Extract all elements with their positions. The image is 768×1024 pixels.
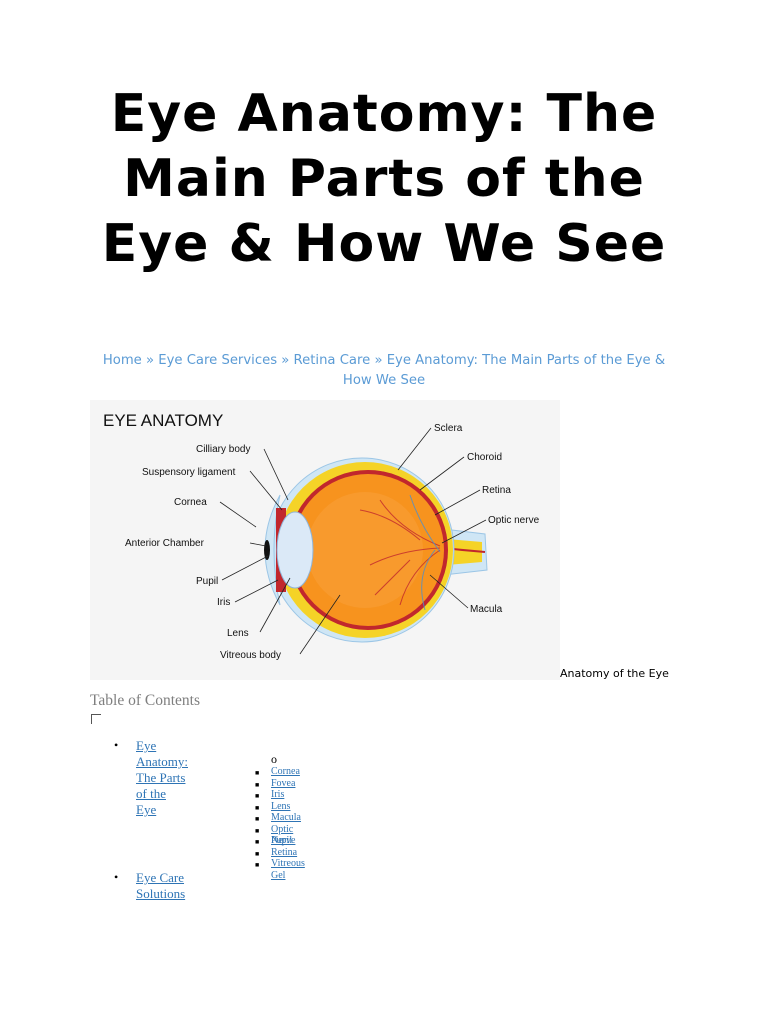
- square-bullet-icon: ■: [255, 792, 260, 800]
- label-choroid: Choroid: [467, 452, 502, 463]
- square-bullet-icon: ■: [255, 826, 260, 835]
- toc-link-optic-nerve[interactable]: Optic Nerve: [271, 823, 296, 847]
- label-vitreous-body: Vitreous body: [220, 650, 281, 661]
- toc-link-lens[interactable]: Lens: [271, 800, 291, 812]
- label-lens: Lens: [227, 628, 249, 639]
- toc-subitem: ■ Vitreous Gel: [255, 858, 305, 881]
- toc-link-iris[interactable]: Iris: [271, 789, 285, 800]
- label-retina: Retina: [482, 485, 511, 496]
- sublist-marker: o: [271, 752, 277, 766]
- eye-illustration: [264, 457, 488, 643]
- breadcrumb-separator: »: [281, 353, 290, 368]
- figure-heading: EYE ANATOMY: [103, 411, 223, 430]
- label-sclera: Sclera: [434, 423, 463, 434]
- toc-title: Table of Contents: [90, 692, 200, 709]
- breadcrumb-current: Eye Anatomy: The Main Parts of the Eye &…: [342, 353, 666, 388]
- toc-subitem: ■ Optic Nerve: [255, 823, 296, 847]
- breadcrumb-separator: »: [146, 353, 155, 368]
- square-bullet-icon: ■: [255, 849, 260, 858]
- toc-link-vitreous-gel[interactable]: Vitreous Gel: [271, 858, 305, 881]
- breadcrumb: Home » Eye Care Services » Retina Care »…: [88, 351, 680, 391]
- breadcrumb-separator: »: [374, 353, 383, 368]
- breadcrumb-retina-care-link[interactable]: Retina Care: [293, 353, 371, 368]
- toc-link-retina[interactable]: Retina: [271, 846, 298, 858]
- square-bullet-icon: ■: [255, 803, 260, 812]
- bullet-icon: •: [114, 738, 119, 752]
- toc-subitem: ■ Macula: [255, 812, 301, 824]
- toc-link-eye-anatomy[interactable]: Eye Anatomy: The Parts of the Eye: [136, 738, 188, 817]
- label-pupil: Pupil: [196, 576, 218, 587]
- figure-caption: Anatomy of the Eye: [560, 667, 669, 680]
- label-cilliary-body: Cilliary body: [196, 444, 250, 455]
- toc-toggle-icon[interactable]: [91, 714, 101, 724]
- label-anterior-chamber: Anterior Chamber: [125, 538, 205, 549]
- toc-subitem: ■ Retina: [255, 846, 298, 859]
- toc-item: • Eye Care Solutions: [114, 870, 186, 902]
- page-title: Eye Anatomy: The Main Parts of the Eye &…: [101, 84, 667, 274]
- toc-subitem: ■ Pupil: [255, 835, 293, 847]
- label-cornea: Cornea: [174, 497, 207, 508]
- label-suspensory-ligament: Suspensory ligament: [142, 467, 236, 478]
- toc-link-fovea[interactable]: Fovea: [271, 777, 296, 789]
- label-macula: Macula: [470, 604, 503, 615]
- bullet-icon: •: [114, 870, 119, 884]
- square-bullet-icon: ■: [255, 838, 260, 846]
- breadcrumb-home-link[interactable]: Home: [102, 353, 142, 368]
- eye-anatomy-figure: EYE ANATOMY: [90, 400, 560, 680]
- toc-subitem: ■ Lens: [255, 800, 291, 813]
- square-bullet-icon: ■: [255, 780, 260, 789]
- square-bullet-icon: ■: [255, 815, 260, 823]
- toc-link-pupil[interactable]: Pupil: [271, 835, 293, 846]
- toc-link-cornea[interactable]: Cornea: [271, 766, 300, 777]
- toc-subitem: ■ Iris: [255, 789, 285, 801]
- toc-link-eye-care-solutions[interactable]: Eye Care Solutions: [136, 870, 186, 901]
- square-bullet-icon: ■: [255, 769, 260, 777]
- label-iris: Iris: [217, 597, 230, 608]
- square-bullet-icon: ■: [255, 861, 260, 869]
- toc-subitem: ■ Fovea: [255, 777, 296, 790]
- toc-subitem: ■ Cornea: [255, 766, 300, 778]
- toc-link-macula[interactable]: Macula: [271, 812, 301, 823]
- label-optic-nerve: Optic nerve: [488, 515, 540, 526]
- breadcrumb-eye-care-services-link[interactable]: Eye Care Services: [158, 353, 278, 368]
- toc-item: • Eye Anatomy: The Parts of the Eye: [114, 738, 188, 818]
